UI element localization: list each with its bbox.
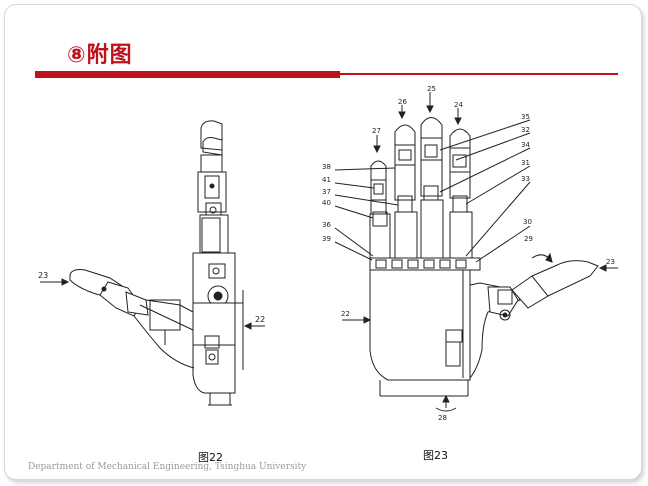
label-22-right: 22 xyxy=(341,310,350,318)
label-36: 36 xyxy=(322,221,331,229)
slide-title: ⑧附图 xyxy=(67,43,133,68)
label-41: 41 xyxy=(322,176,331,184)
slide: ⑧附图 xyxy=(4,4,642,480)
label-24: 24 xyxy=(454,101,463,109)
slide-footer: Department of Mechanical Engineering, Ts… xyxy=(28,462,307,472)
label-26: 26 xyxy=(398,98,407,106)
title-rule-thick xyxy=(35,71,340,78)
label-28: 28 xyxy=(438,414,447,422)
label-35: 35 xyxy=(521,113,530,121)
label-25: 25 xyxy=(427,85,436,93)
label-34: 34 xyxy=(521,141,530,149)
figure-23-caption: 图23 xyxy=(423,449,448,462)
label-27: 27 xyxy=(372,127,381,135)
label-23-right: 23 xyxy=(606,258,615,266)
title-rule-thin xyxy=(340,73,618,75)
figure-22-caption: 图22 xyxy=(198,451,223,464)
label-37: 37 xyxy=(322,188,331,196)
label-39: 39 xyxy=(322,235,331,243)
label-22-left: 22 xyxy=(255,315,265,324)
label-31: 31 xyxy=(521,159,530,167)
label-30: 30 xyxy=(523,218,532,226)
label-33: 33 xyxy=(521,175,530,183)
label-38: 38 xyxy=(322,163,331,171)
label-40: 40 xyxy=(322,199,331,207)
label-23-left: 23 xyxy=(38,271,48,280)
label-29: 29 xyxy=(524,235,533,243)
label-32: 32 xyxy=(521,126,530,134)
